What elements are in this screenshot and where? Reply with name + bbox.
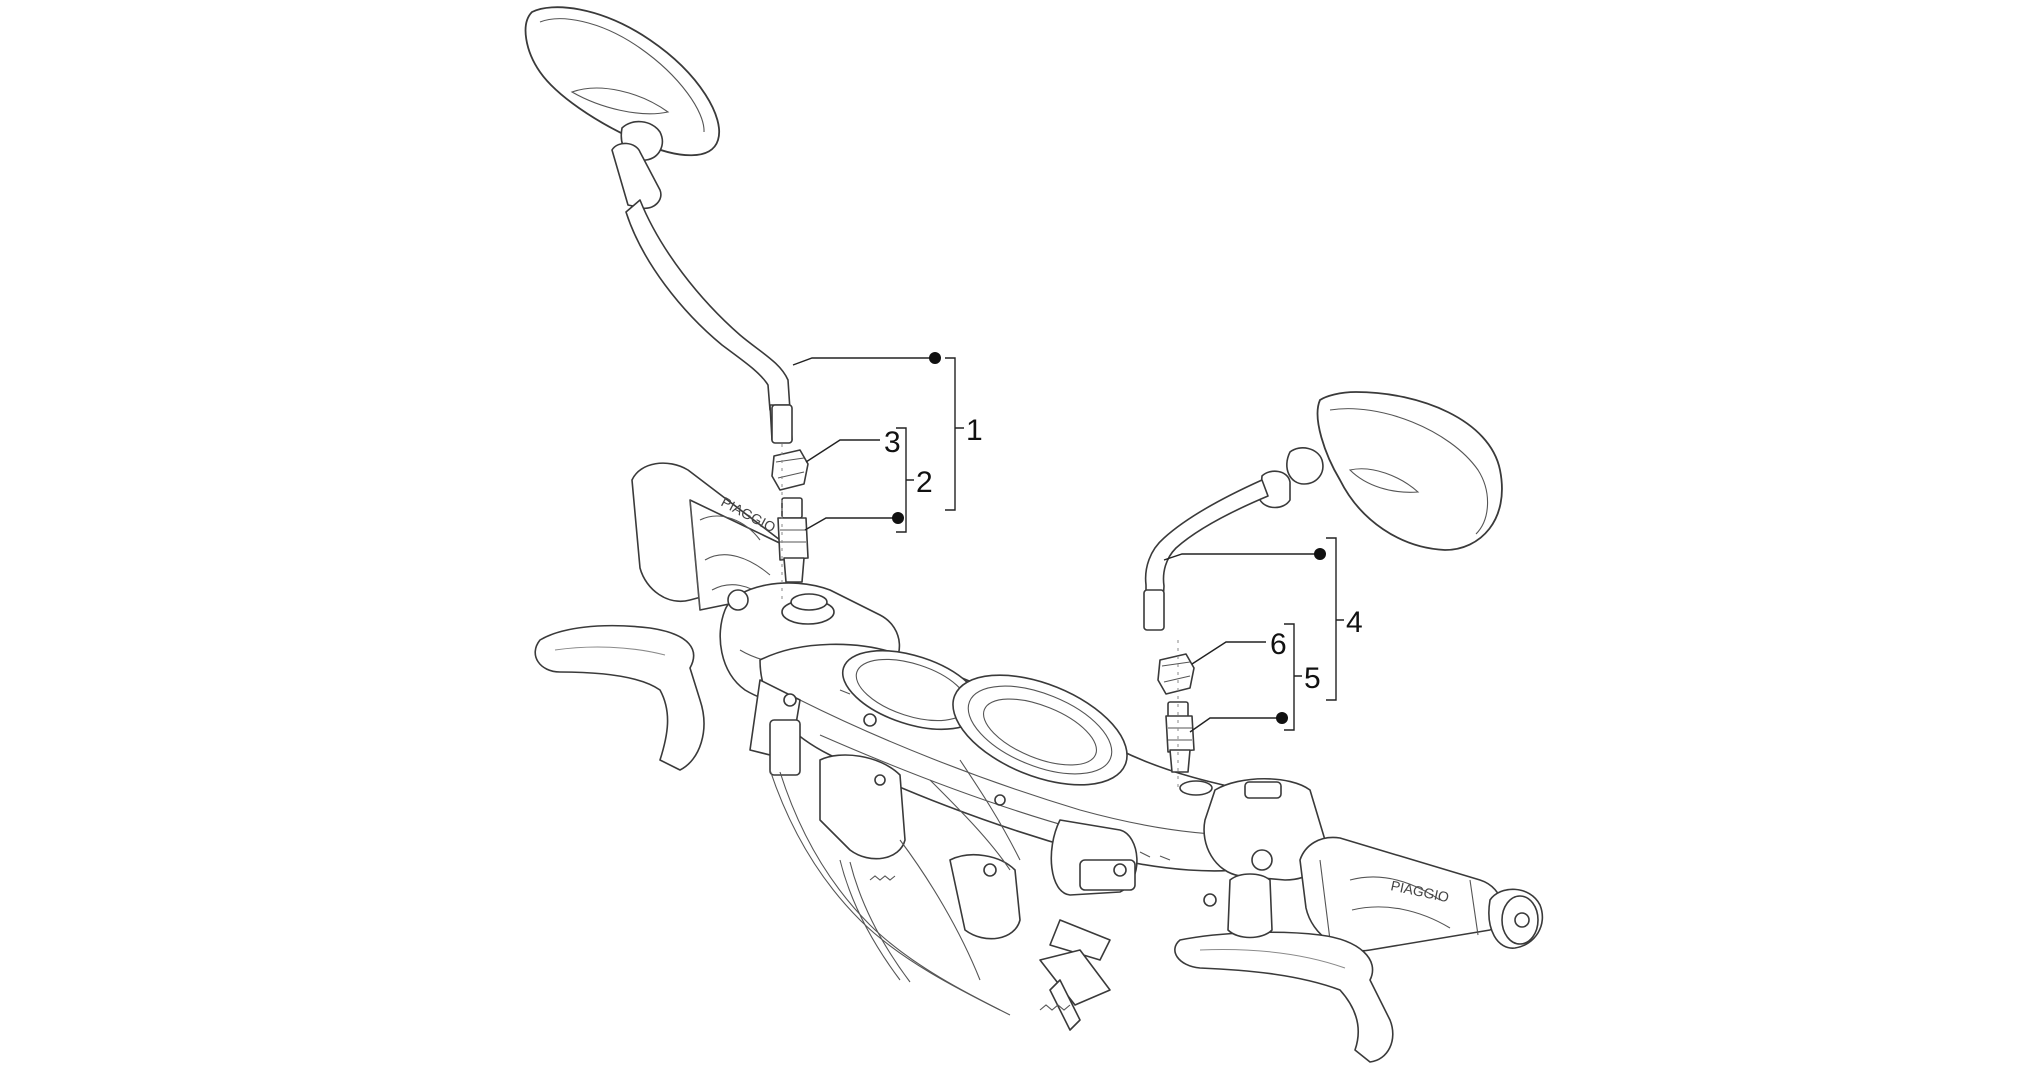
right-mirror — [1143, 391, 1503, 631]
bracket-5 — [1284, 623, 1302, 731]
handlebar-assembly: PIAGGIO — [534, 462, 1544, 1063]
callout-label-5: 5 — [1304, 662, 1321, 695]
left-mirror-group — [524, 6, 809, 600]
left-mirror — [524, 6, 793, 444]
right-grip: PIAGGIO — [1299, 836, 1544, 952]
right-adapter-bolt — [1165, 701, 1195, 773]
leader-4-dot — [1314, 548, 1326, 560]
callout-label-4: 4 — [1346, 606, 1363, 639]
leader-4 — [1163, 553, 1320, 561]
bracket-4 — [1326, 537, 1344, 701]
leader-3 — [805, 439, 880, 463]
left-nut — [771, 449, 809, 491]
leader-6 — [1191, 641, 1266, 665]
lower-mechanism — [749, 679, 1273, 1031]
callout-leaders — [792, 352, 1344, 733]
callout-label-1: 1 — [966, 414, 983, 447]
callout-label-6: 6 — [1270, 628, 1287, 661]
left-adapter-bolt — [777, 497, 809, 583]
leader-1-dot — [929, 352, 941, 364]
left-brake-lever — [534, 624, 705, 771]
bracket-1 — [945, 357, 964, 511]
leader-1 — [792, 357, 935, 366]
leader-5-dot — [1276, 712, 1288, 724]
right-brake-lever — [1174, 931, 1394, 1063]
leader-5 — [1189, 717, 1282, 733]
leader-2-dot — [892, 512, 904, 524]
right-mirror-group — [1143, 391, 1503, 790]
mirror-mount-holes — [790, 593, 1213, 796]
leader-2 — [804, 517, 898, 531]
callout-label-3: 3 — [884, 426, 901, 459]
instrument-cluster — [841, 649, 1128, 786]
bracket-2 — [896, 427, 914, 533]
right-nut — [1157, 653, 1195, 695]
callout-label-2: 2 — [916, 466, 933, 499]
callout-labels: 1 2 3 4 5 6 — [884, 414, 1363, 695]
